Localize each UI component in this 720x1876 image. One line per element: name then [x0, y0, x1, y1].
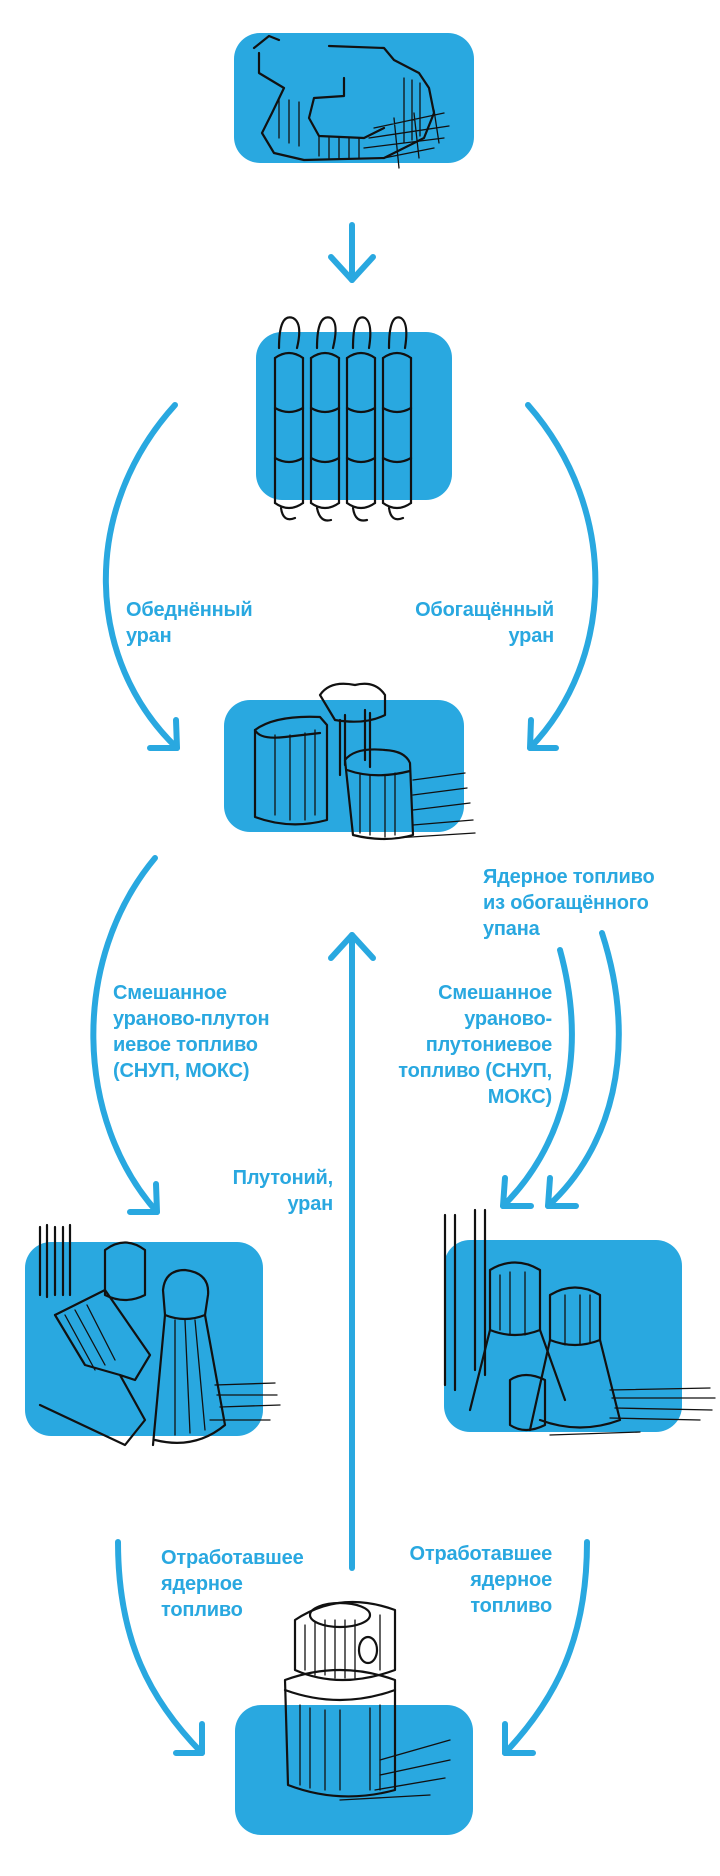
- node-uranium-mine: [234, 33, 474, 163]
- spent-fuel-cask-sketch-icon: [283, 1600, 451, 1801]
- arrow-spent-fuel-left: [115, 1539, 205, 1756]
- nuclear-plant-right-sketch-icon: [443, 1208, 716, 1436]
- label-enriched-uranium: Обогащённый уран: [415, 599, 554, 647]
- nuclear-plant-left-sketch-icon: [38, 1223, 281, 1447]
- arrow-mox-left: [90, 855, 160, 1215]
- arrow-enriched-uranium: [525, 402, 599, 751]
- arrow-enriched-fuel: [545, 930, 622, 1209]
- label-plutonium-uranium: Плутоний, уран: [232, 1167, 334, 1215]
- node-enrichment: [256, 332, 452, 500]
- fuel-plant-sketch-icon: [253, 682, 476, 841]
- label-spent-fuel-right: Отработавшее ядерное топливо: [409, 1543, 553, 1617]
- label-enriched-fuel: Ядерное топливо из обогащённого упана: [483, 866, 655, 940]
- arrow-depleted-uranium: [102, 402, 180, 751]
- label-mox-right: Смешанное ураново- плутониевое топливо (…: [398, 982, 552, 1108]
- arrow-spent-fuel-right: [502, 1539, 590, 1756]
- centrifuge-cylinders-sketch-icon: [273, 316, 413, 522]
- arrow-plutonium-uranium: [328, 932, 376, 1571]
- node-thermal-reactor: [444, 1240, 682, 1432]
- label-spent-fuel-left: Отработавшее ядерное топливо: [161, 1547, 304, 1621]
- node-reprocessing: [235, 1705, 473, 1835]
- arrow-mine-to-enrichment: [328, 222, 376, 283]
- arrow-mox-right: [500, 947, 575, 1209]
- label-depleted-uranium: Обеднённый уран: [126, 599, 253, 647]
- label-mox-left: Смешанное ураново-плутон иевое топливо (…: [113, 982, 270, 1082]
- uranium-mine-sketch-icon: [252, 34, 450, 169]
